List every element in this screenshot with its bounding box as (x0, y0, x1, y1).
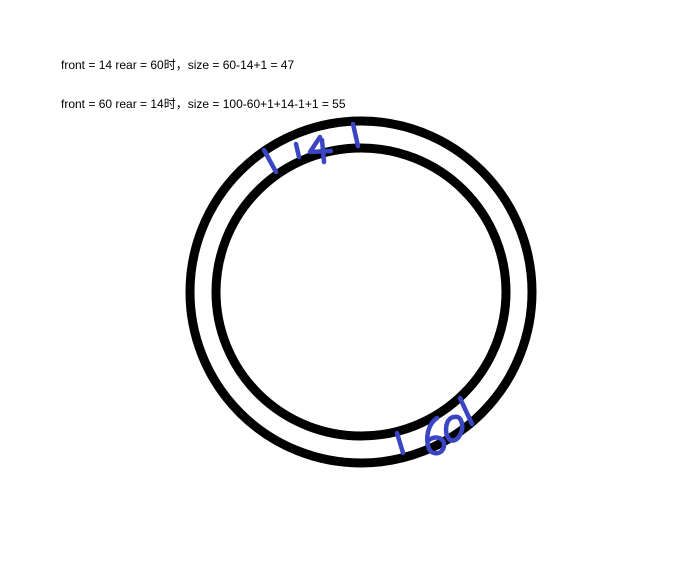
formula-front-60-rear-14: front = 60 rear = 14时，size = 100-60+1+14… (61, 97, 346, 111)
top-left-tick (261, 147, 279, 175)
formula-front-14-rear-60: front = 14 rear = 60时，size = 60-14+1 = 4… (61, 58, 295, 72)
digit-0 (443, 414, 465, 443)
top-index-label: 14 (293, 134, 334, 165)
inner-ring (211, 143, 511, 441)
digit-4 (307, 134, 334, 165)
digit-1 (293, 141, 302, 160)
top-right-tick (350, 121, 361, 149)
bottom-index-marker: 60 (394, 395, 475, 456)
top-index-marker: 14 (261, 121, 361, 175)
bottom-index-label: 60 (425, 414, 465, 456)
digit-6 (425, 415, 447, 456)
outer-ring (185, 116, 537, 468)
bottom-left-tick (394, 430, 406, 456)
bottom-right-tick (457, 395, 475, 427)
